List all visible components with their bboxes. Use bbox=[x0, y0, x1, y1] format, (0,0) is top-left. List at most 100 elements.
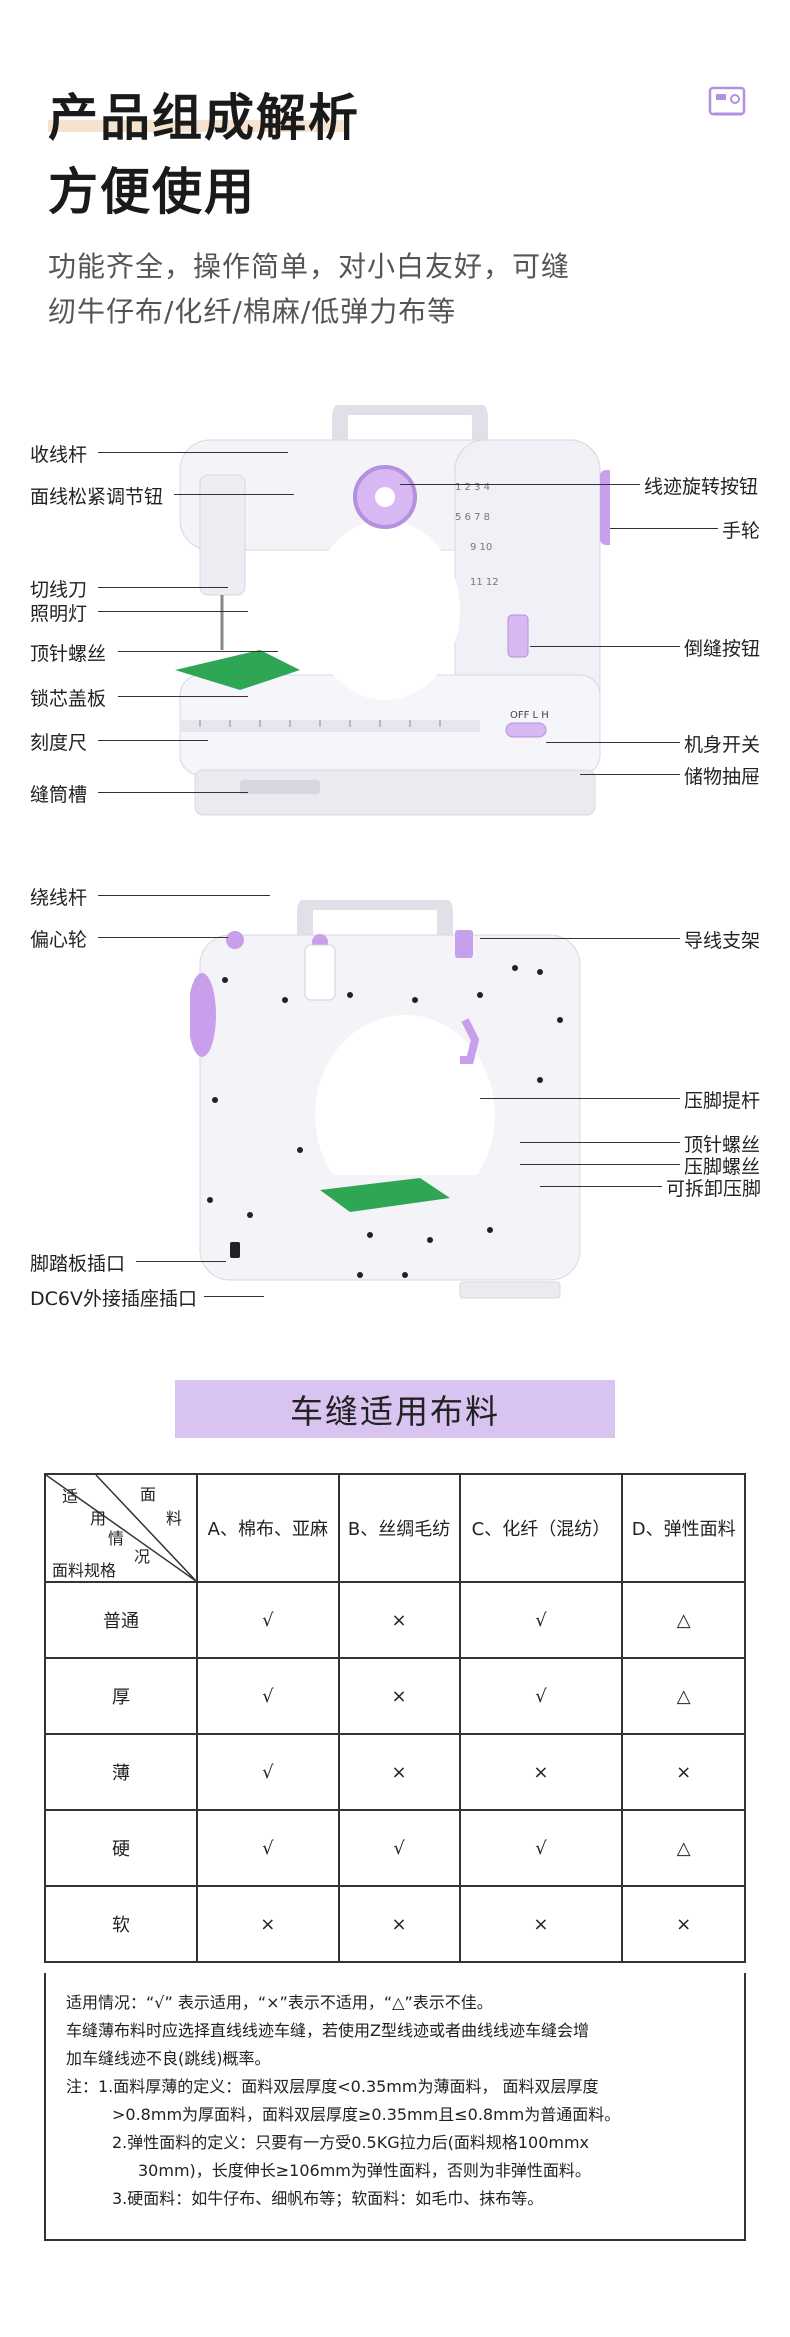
leader-line bbox=[98, 452, 288, 453]
note-thin-fabric: 车缝薄布料时应选择直线线迹车缝，若使用Z型线迹或者曲线线迹车缝会增 bbox=[66, 2021, 589, 2040]
description-line-2: 纫牛仔布/化纤/棉麻/低弹力布等 bbox=[48, 295, 457, 328]
leader-line bbox=[98, 937, 228, 938]
label-light: 照明灯 bbox=[30, 603, 88, 625]
suitability-mark: × bbox=[337, 1581, 461, 1659]
suitability-mark: △ bbox=[621, 1657, 746, 1735]
table-row: 厚 √ × √ △ bbox=[44, 1657, 746, 1735]
label-sewing-slot: 缝筒槽 bbox=[30, 784, 88, 806]
row-name: 厚 bbox=[44, 1657, 198, 1735]
suitability-mark: × bbox=[458, 1885, 624, 1963]
label-stitch-dial: 线迹旋转按钮 bbox=[644, 476, 759, 498]
fabric-notes: 适用情况：“√” 表示适用，“×”表示不适用，“△”表示不佳。 车缝薄布料时应选… bbox=[44, 1973, 746, 2241]
sewing-machine-front-illustration: 1 2 3 4 5 6 7 8 9 10 11 12 OFF L H bbox=[175, 405, 610, 816]
leader-line bbox=[480, 938, 680, 939]
note-definition-3: 3.硬面料：如牛仔布、细帆布等；软面料：如毛巾、抹布等。 bbox=[112, 2189, 544, 2208]
note-definition-1: 注：1.面料厚薄的定义：面料双层厚度<0.35mm为薄面料， 面料双层厚度 bbox=[66, 2077, 599, 2096]
leader-line bbox=[520, 1164, 680, 1165]
suitability-mark: × bbox=[337, 1885, 461, 1963]
leader-line bbox=[98, 895, 270, 896]
table-row: 普通 √ × √ △ bbox=[44, 1581, 746, 1659]
fabric-table: 适 用 情 况 面 料 面料规格 A、棉布、亚麻 B、丝绸毛纺 C、化纤（混纺）… bbox=[44, 1473, 746, 1963]
leader-line bbox=[530, 646, 680, 647]
suitability-mark: √ bbox=[196, 1733, 340, 1811]
note-thin-fabric-cont: 加车缝线迹不良(跳线)概率。 bbox=[66, 2049, 271, 2068]
label-thread-cutter: 切线刀 bbox=[30, 579, 88, 601]
svg-text:11 12: 11 12 bbox=[470, 577, 499, 588]
suitability-mark: △ bbox=[621, 1809, 746, 1887]
corner-char: 用 bbox=[90, 1509, 107, 1528]
table-header-row: 适 用 情 况 面 料 面料规格 A、棉布、亚麻 B、丝绸毛纺 C、化纤（混纺）… bbox=[44, 1473, 746, 1583]
suitability-mark: △ bbox=[621, 1581, 746, 1659]
suitability-mark: √ bbox=[458, 1809, 624, 1887]
leader-line bbox=[580, 774, 680, 775]
row-name: 硬 bbox=[44, 1809, 198, 1887]
suitability-mark: √ bbox=[337, 1809, 461, 1887]
column-header-d: D、弹性面料 bbox=[621, 1473, 746, 1583]
column-header-a: A、棉布、亚麻 bbox=[196, 1473, 340, 1583]
corner-char: 况 bbox=[134, 1547, 151, 1566]
corner-char: 适 bbox=[62, 1487, 79, 1506]
note-definition-2: 2.弹性面料的定义：只要有一方受0.5KG拉力后(面料规格100mmx bbox=[112, 2133, 590, 2152]
label-foot-pedal-jack: 脚踏板插口 bbox=[30, 1253, 126, 1275]
suitability-mark: √ bbox=[196, 1809, 340, 1887]
label-dc6v-jack: DC6V外接插座插口 bbox=[30, 1288, 197, 1310]
svg-text:1 2 3 4: 1 2 3 4 bbox=[455, 482, 490, 493]
suitability-mark: √ bbox=[458, 1657, 624, 1735]
suitability-mark: × bbox=[337, 1657, 461, 1735]
corner-diagonal-lines bbox=[46, 1475, 196, 1581]
corner-spec-label: 面料规格 bbox=[52, 1561, 117, 1580]
description-line-1: 功能齐全，操作简单，对小白友好，可缝 bbox=[48, 250, 571, 283]
suitability-mark: × bbox=[621, 1733, 746, 1811]
suitability-mark: √ bbox=[196, 1581, 340, 1659]
leader-line bbox=[174, 494, 294, 495]
suitability-mark: × bbox=[337, 1733, 461, 1811]
row-name: 普通 bbox=[44, 1581, 198, 1659]
label-thread-take-up-lever: 收线杆 bbox=[30, 444, 88, 466]
row-name: 软 bbox=[44, 1885, 198, 1963]
label-scale-ruler: 刻度尺 bbox=[30, 732, 88, 754]
page-title: 产品组成解析 bbox=[48, 89, 360, 147]
table-row: 软 × × × × bbox=[44, 1885, 746, 1963]
note-definition-1-cont: >0.8mm为厚面料，面料双层厚度≥0.35mm且≤0.8mm为普通面料。 bbox=[112, 2105, 621, 2124]
leader-line bbox=[98, 611, 248, 612]
label-needle-screw-back: 顶针螺丝 bbox=[684, 1134, 761, 1156]
table-row: 薄 √ × × × bbox=[44, 1733, 746, 1811]
header-corner-cell: 适 用 情 况 面 料 面料规格 bbox=[44, 1473, 198, 1583]
label-detachable-foot: 可拆卸压脚 bbox=[666, 1178, 762, 1200]
column-header-b: B、丝绸毛纺 bbox=[337, 1473, 461, 1583]
leader-line bbox=[520, 1142, 680, 1143]
leader-line bbox=[136, 1261, 226, 1262]
leader-line bbox=[98, 740, 208, 741]
label-upper-tension-knob: 面线松紧调节钮 bbox=[30, 486, 164, 508]
leader-line bbox=[98, 792, 248, 793]
note-definition-2-cont: 30mm)，长度伸长≥106mm为弹性面料，否则为非弹性面料。 bbox=[138, 2161, 591, 2180]
title-underline bbox=[48, 120, 348, 132]
suitability-mark: × bbox=[196, 1885, 340, 1963]
label-presser-screw: 压脚螺丝 bbox=[684, 1156, 761, 1178]
leader-line bbox=[118, 651, 278, 652]
label-needle-screw: 顶针螺丝 bbox=[30, 643, 107, 665]
label-hand-wheel: 手轮 bbox=[722, 520, 761, 542]
suitability-mark: √ bbox=[458, 1581, 624, 1659]
svg-text:5 6 7 8: 5 6 7 8 bbox=[455, 512, 490, 523]
sewing-machine-back-illustration bbox=[190, 900, 581, 1299]
leader-line bbox=[540, 1186, 662, 1187]
note-legend: 适用情况：“√” 表示适用，“×”表示不适用，“△”表示不佳。 bbox=[66, 1993, 493, 2012]
suitability-mark: × bbox=[621, 1885, 746, 1963]
corner-char: 情 bbox=[108, 1529, 125, 1548]
row-name: 薄 bbox=[44, 1733, 198, 1811]
label-storage-drawer: 储物抽屉 bbox=[684, 766, 761, 788]
label-reverse-button: 倒缝按钮 bbox=[684, 638, 761, 660]
leader-line bbox=[610, 528, 718, 529]
suitability-mark: √ bbox=[196, 1657, 340, 1735]
label-bobbin-winder: 绕线杆 bbox=[30, 887, 88, 909]
leader-line bbox=[546, 742, 680, 743]
leader-line bbox=[480, 1098, 680, 1099]
label-eccentric-wheel: 偏心轮 bbox=[30, 929, 88, 951]
table-row: 硬 √ √ √ △ bbox=[44, 1809, 746, 1887]
corner-char: 料 bbox=[166, 1509, 183, 1528]
leader-line bbox=[98, 587, 228, 588]
label-bobbin-cover: 锁芯盖板 bbox=[30, 688, 107, 710]
suitability-mark: × bbox=[458, 1733, 624, 1811]
label-thread-guide: 导线支架 bbox=[684, 930, 761, 952]
